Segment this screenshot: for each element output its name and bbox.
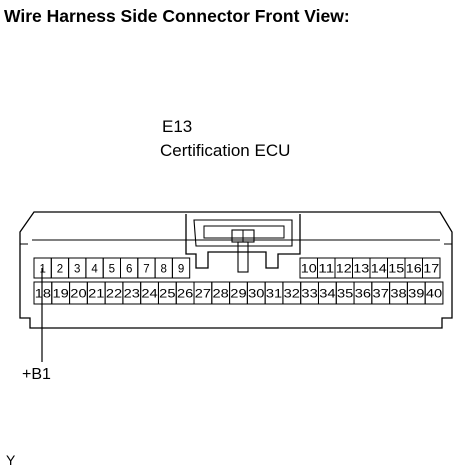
pin-number: 25 [159,289,175,301]
pin-number: 1 [39,264,45,276]
pin-number: 3 [74,264,80,276]
pin-number: 8 [161,264,167,276]
corner-code: Y [6,452,16,468]
pin-number: 36 [355,289,371,301]
pin-number: 11 [318,264,334,276]
callout-label: +B1 [22,366,51,383]
pin-number: 24 [141,289,158,301]
pin-number: 30 [248,289,264,301]
pin-number: 22 [106,289,122,301]
pin-number: 20 [70,289,86,301]
pin-number: 14 [371,264,388,276]
connector-housing [19,211,453,329]
pin-number: 28 [213,289,229,301]
pin-number: 17 [423,264,439,276]
pin-number: 39 [408,289,424,301]
pin-number: 31 [266,289,282,301]
pin-number: 16 [406,264,422,276]
pin-number: 26 [177,289,193,301]
diagram-title: Wire Harness Side Connector Front View: [4,6,350,26]
pin-number: 15 [388,264,404,276]
pin-number: 29 [230,289,246,301]
pin-number: 34 [319,289,336,301]
pin-number: 40 [426,289,442,301]
pin-number: 18 [35,289,51,301]
pin-number: 12 [336,264,352,276]
pin-number: 37 [373,289,389,301]
pin-number: 27 [195,289,211,301]
pin-cell [424,281,444,305]
pin-number: 10 [301,264,317,276]
pin-number: 2 [57,264,63,276]
pin-cell [422,257,441,279]
pin-number: 32 [284,289,300,301]
pin-number: 21 [88,289,104,301]
pin-number: 19 [53,289,69,301]
pin-number: 6 [126,264,132,276]
pin-number: 38 [390,289,406,301]
connector-name: Certification ECU [160,141,291,160]
pin-number: 23 [124,289,140,301]
pin-number: 4 [91,264,98,276]
connector-code: E13 [162,117,193,136]
pin-number: 7 [143,264,149,276]
pin-number: 35 [337,289,353,301]
pin-number: 13 [353,264,369,276]
pin-cell [171,257,191,279]
locking-latch [185,214,301,273]
pin-number: 33 [301,289,317,301]
pin-number: 9 [178,264,184,276]
pin-number: 5 [109,264,115,276]
